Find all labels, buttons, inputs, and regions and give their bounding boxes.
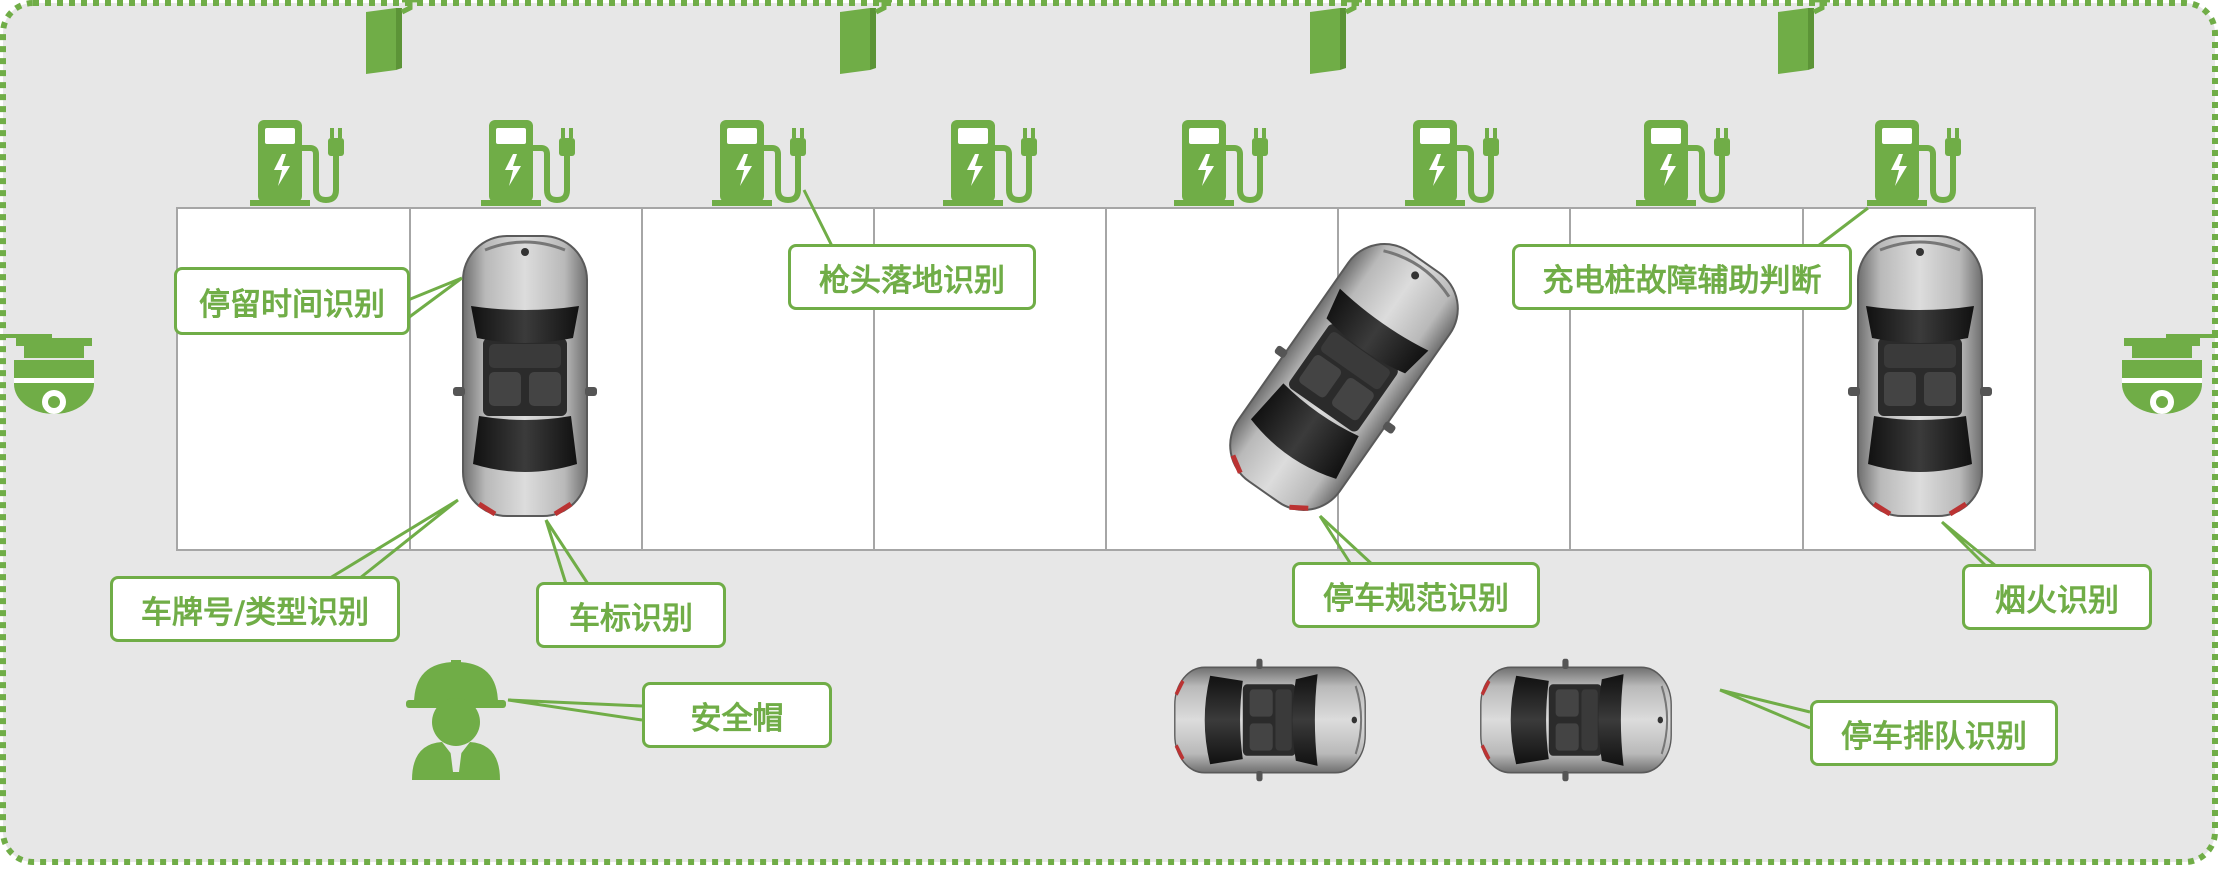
label-gun-drop: 枪头落地识别 <box>788 244 1036 310</box>
car-top-view-icon <box>1175 659 1365 781</box>
label-helmet: 安全帽 <box>642 682 832 748</box>
label-queue: 停车排队识别 <box>1810 700 2058 766</box>
label-dwell-time: 停留时间识别 <box>174 267 410 335</box>
car-top-view-icon <box>1848 236 1992 516</box>
label-parking-standard: 停车规范识别 <box>1292 562 1540 628</box>
label-charger-fault: 充电桩故障辅助判断 <box>1512 244 1852 310</box>
car-top-view-icon <box>1481 659 1671 781</box>
label-car-logo: 车标识别 <box>536 582 726 648</box>
dome-camera-icon <box>2122 338 2202 414</box>
label-smoke-fire: 烟火识别 <box>1962 564 2152 630</box>
dome-camera-icon <box>14 338 94 414</box>
car-top-view-icon <box>453 236 597 516</box>
label-plate-type: 车牌号/类型识别 <box>110 576 400 642</box>
hard-hat-worker-icon <box>406 660 506 780</box>
